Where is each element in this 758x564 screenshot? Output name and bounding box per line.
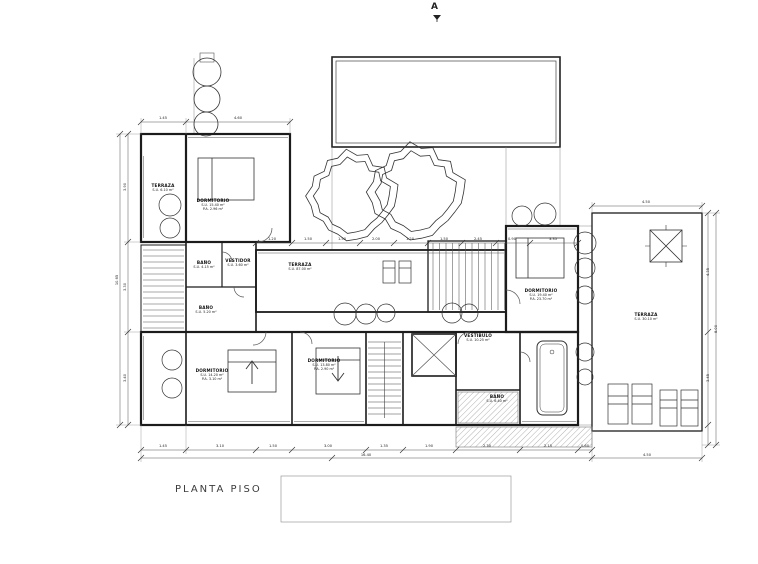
terrace-chairs bbox=[382, 260, 412, 284]
deck-hatch bbox=[455, 391, 593, 448]
bathtub bbox=[536, 340, 568, 416]
bed-arrow-icon bbox=[245, 356, 345, 384]
extension-line bbox=[116, 118, 720, 462]
window-lines bbox=[143, 137, 576, 422]
dimension-line bbox=[119, 121, 717, 459]
plant-icon bbox=[158, 193, 597, 399]
tree-icon bbox=[305, 141, 466, 242]
door-arc bbox=[221, 227, 531, 363]
tick-marks bbox=[116, 118, 720, 462]
swimming-pool bbox=[331, 56, 561, 148]
elevator bbox=[411, 333, 457, 377]
sun-lounger bbox=[607, 383, 699, 427]
bed bbox=[197, 157, 565, 395]
site-lines bbox=[193, 52, 592, 426]
stairs-terrace bbox=[432, 243, 505, 310]
outdoor-table bbox=[645, 225, 687, 267]
section-marker-icon bbox=[433, 15, 441, 22]
staircase bbox=[368, 341, 401, 418]
bush-icon bbox=[192, 57, 222, 137]
title-frame bbox=[280, 475, 512, 523]
stairs-left bbox=[143, 249, 184, 329]
walls bbox=[139, 132, 703, 432]
